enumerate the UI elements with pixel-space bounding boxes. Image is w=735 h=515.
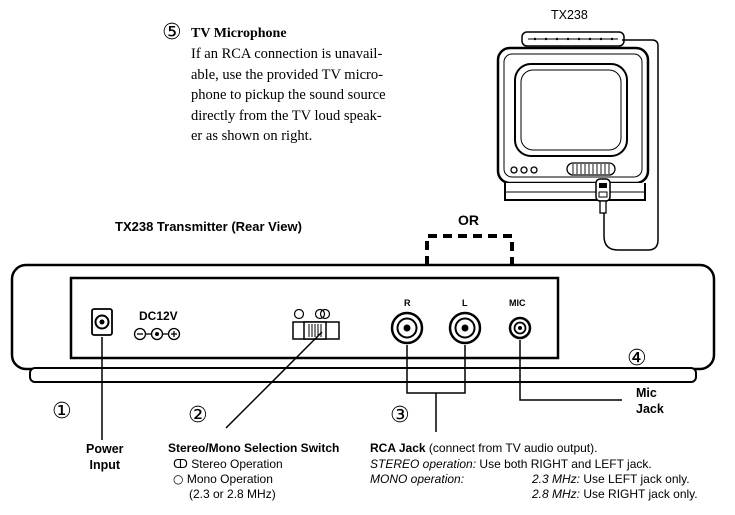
mic-label-line1: Mic	[636, 386, 657, 400]
tv-mic-title: TV Microphone	[191, 26, 287, 41]
rca-mono-label: MONO operation:	[370, 472, 465, 486]
power-input-label: Power Input	[86, 441, 124, 473]
mono-symbol-icon: ○	[173, 472, 184, 486]
mono-text: Mono Operation	[186, 472, 273, 486]
tv-mic-cable	[603, 39, 659, 251]
power-label-line1: Power	[86, 442, 124, 456]
rca-jack-left	[448, 311, 482, 345]
tv-mic-description-line: If an RCA connection is unavail-	[191, 46, 383, 62]
callout-2-number: ②	[188, 403, 208, 428]
power-label-line2: Input	[89, 458, 121, 472]
rca-mono-23-text: Use LEFT jack only.	[583, 472, 690, 486]
rear-view-title: TX238 Transmitter (Rear View)	[115, 219, 302, 234]
rca-mono-28-line: 2.8 MHz: Use RIGHT jack only.	[532, 487, 698, 501]
leader-lines	[101, 331, 622, 440]
switch-mono-note: (2.3 or 2.8 MHz)	[189, 487, 276, 501]
jack-l-label: L	[462, 298, 468, 308]
rca-title-note: (connect from TV audio output).	[425, 441, 598, 455]
callout-4-number: ④	[627, 346, 647, 371]
rca-title-line: RCA Jack (connect from TV audio output).	[370, 441, 597, 455]
tv-mic-description: If an RCA connection is unavail- able, u…	[191, 44, 386, 147]
callout-3-number: ③	[390, 403, 410, 428]
rca-stereo-text: Use both RIGHT and LEFT jack.	[479, 457, 652, 471]
rca-mono-23-line: 2.3 MHz: Use LEFT jack only.	[532, 472, 690, 486]
switch-title: Stereo/Mono Selection Switch	[168, 441, 340, 455]
rca-jack-right	[390, 311, 424, 345]
power-jack	[91, 308, 113, 336]
mic-label-line2: Jack	[636, 402, 664, 416]
switch-stereo-line: ↀ Stereo Operation	[173, 457, 283, 471]
tv-illustration	[496, 31, 659, 251]
tv-screen	[514, 63, 628, 157]
tv-speaker	[566, 162, 616, 176]
switch-mono-line: ○ Mono Operation	[173, 472, 273, 486]
callout-1-number: ①	[52, 399, 72, 424]
mic-jack	[508, 316, 532, 340]
transmitter-rear-panel	[10, 263, 716, 383]
mic-jack-label: Mic Jack	[636, 385, 664, 417]
tv-mic-description-line: directly from the TV loud speak-	[191, 107, 382, 124]
rca-stereo-label: STEREO operation:	[370, 457, 477, 471]
tv-mic-number: ⑤	[162, 20, 182, 45]
stereo-text: Stereo Operation	[191, 457, 283, 471]
rca-mono-23-label: 2.3 MHz:	[532, 472, 581, 486]
dc12v-label: DC12V	[139, 309, 178, 323]
tv-mic-description-line: er as shown on right.	[191, 128, 313, 144]
jack-r-label: R	[404, 298, 411, 308]
jack-mic-label: MIC	[509, 298, 526, 308]
tv-mic-description-line: able, use the provided TV micro-	[191, 66, 383, 83]
tv-mic-description-line: phone to pickup the sound source	[191, 87, 386, 103]
or-label: OR	[458, 212, 479, 228]
tv-microphone	[595, 178, 611, 214]
rca-mono-28-label: 2.8 MHz:	[532, 487, 581, 501]
rca-mono-28-text: Use RIGHT jack only.	[583, 487, 698, 501]
rca-title: RCA Jack	[370, 441, 426, 455]
dc-polarity-symbol	[133, 327, 181, 341]
rca-stereo-line: STEREO operation: Use both RIGHT and LEF…	[370, 457, 652, 471]
tv-model-label: TX238	[551, 8, 588, 22]
stereo-symbol-icon: ↀ	[173, 457, 188, 471]
